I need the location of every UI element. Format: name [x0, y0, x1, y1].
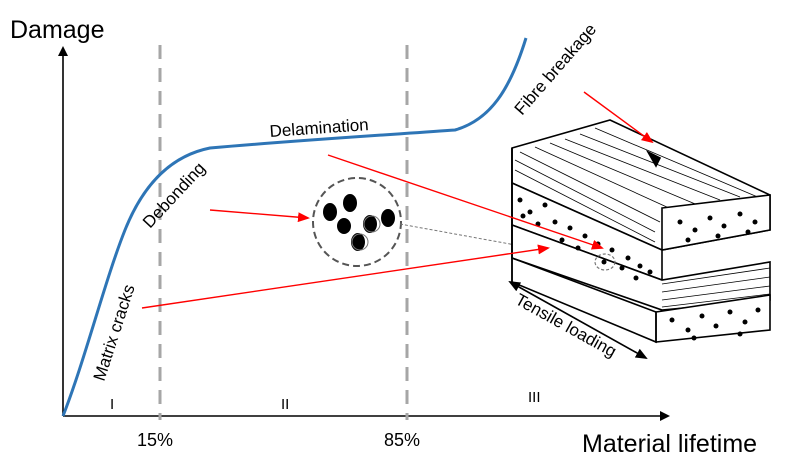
- tensile-loading-label: Tensile loading: [512, 290, 620, 361]
- specimen-debond-marker: [594, 253, 616, 271]
- specimen-fibres: [517, 197, 761, 341]
- tick-85: 85%: [384, 430, 420, 450]
- tick-15: 15%: [137, 430, 173, 450]
- fibre-breakage-label: Fibre breakage: [511, 20, 600, 119]
- x-axis-label: Material lifetime: [582, 430, 757, 458]
- arrow-debonding: [209, 209, 310, 223]
- stage-1-label: I: [110, 396, 114, 413]
- matrix-cracks-label: Matrix cracks: [90, 282, 139, 383]
- stage-2-label: II: [281, 396, 289, 413]
- damage-curve: [61, 37, 528, 417]
- composite-specimen: [511, 119, 771, 344]
- arrow-delamination: [327, 154, 604, 250]
- stage-3-label: III: [528, 389, 541, 406]
- arrow-matrix-cracks: [141, 244, 550, 309]
- arrow-fibre-breakage: [583, 91, 654, 144]
- debonding-label: Debonding: [139, 159, 209, 232]
- y-axis-label: Damage: [10, 16, 105, 44]
- debonding-zoom-circle: [312, 177, 402, 267]
- tensile-loading-arrow: [508, 281, 648, 359]
